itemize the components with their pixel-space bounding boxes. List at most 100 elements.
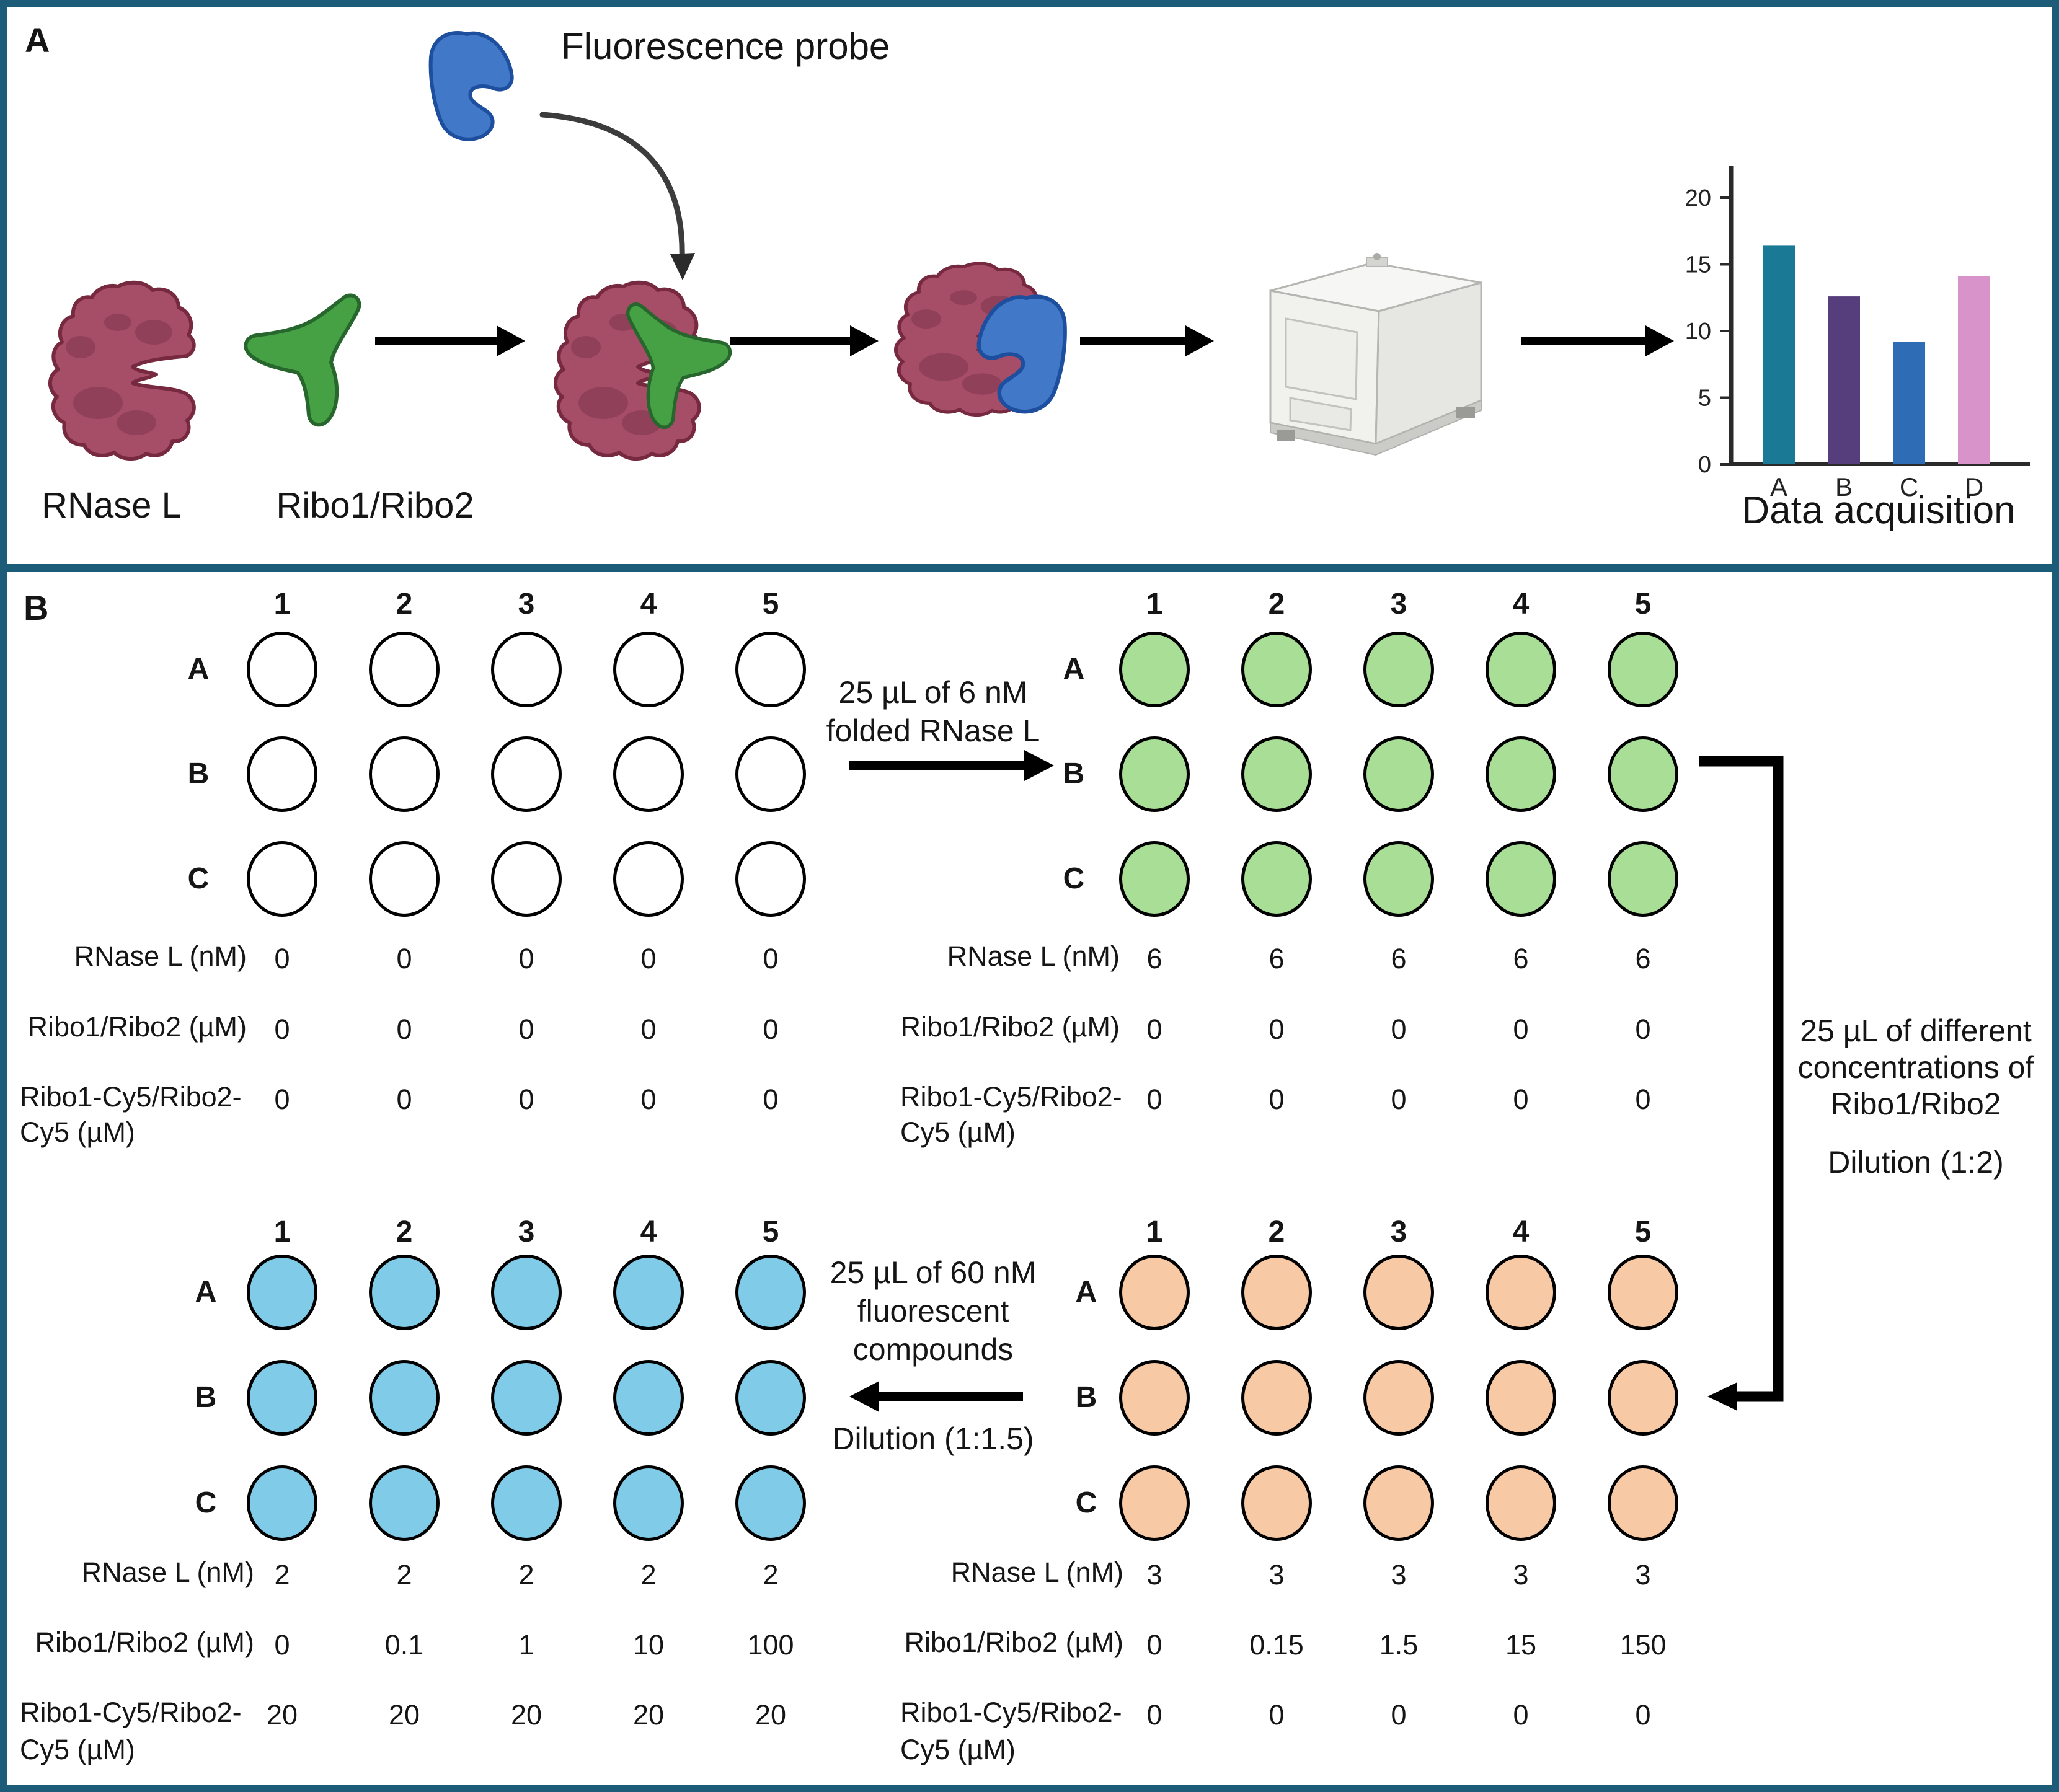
plate-col-label: 5: [762, 1216, 779, 1248]
plate-row-label: B: [195, 1381, 217, 1414]
table-value: 20: [388, 1699, 420, 1731]
well-plate-empty-A5: [735, 632, 806, 707]
well-plate-rnasel-C2: [1241, 841, 1312, 917]
table-value: 0: [396, 943, 412, 974]
plate-row-label: C: [195, 1486, 217, 1519]
table-value: 3: [1635, 1559, 1651, 1591]
table-value: 0: [1269, 1013, 1285, 1045]
table-value: 0.1: [384, 1629, 424, 1661]
table-row-label-line2: Cy5 (µM): [900, 1734, 1016, 1765]
well-plate-ribo-dilution-C4: [1486, 1465, 1556, 1541]
table-value: 3: [1391, 1559, 1407, 1591]
table-value: 0: [518, 1013, 534, 1045]
chart-title: Data acquisition: [1742, 489, 2016, 532]
well-plate-empty-C5: [735, 841, 806, 917]
curved-arrow: [539, 112, 695, 280]
plate-row-label: B: [1075, 1381, 1097, 1414]
plate-col-label: 2: [396, 1216, 413, 1248]
well-plate-ribo-dilution-C5: [1608, 1465, 1678, 1541]
well-plate-rnasel-A3: [1363, 632, 1434, 707]
well-plate-fluorescent-C2: [369, 1465, 440, 1541]
transfer-right-line3: Ribo1/Ribo2: [1830, 1087, 2001, 1121]
well-plate-fluorescent-A3: [491, 1255, 562, 1330]
transfer-arrow-top: [849, 750, 1054, 781]
table-value: 150: [1619, 1629, 1667, 1661]
rnasel-ribo-complex: [556, 283, 730, 459]
well-plate-empty-C1: [247, 841, 317, 917]
well-plate-empty-B3: [491, 736, 562, 812]
table-row-label-line2: Cy5 (µM): [900, 1116, 1016, 1148]
table-row-label: Ribo1-Cy5/Ribo2-: [900, 1697, 1122, 1728]
plate-reader: [1269, 253, 1482, 456]
well-plate-fluorescent-C1: [247, 1465, 317, 1541]
table-value: 15: [1505, 1629, 1537, 1661]
well-plate-rnasel-C1: [1119, 841, 1190, 917]
plate-col-label: 3: [518, 588, 535, 620]
table-value: 0: [1146, 1084, 1162, 1115]
plate-row-label: B: [187, 757, 210, 790]
table-value: 0: [640, 1013, 657, 1045]
table-row-label: Ribo1-Cy5/Ribo2-: [20, 1697, 242, 1728]
table-value: 0: [396, 1013, 412, 1045]
table-row-label: RNase L (nM): [947, 940, 1120, 972]
table-value: 0: [1635, 1013, 1651, 1045]
table-value: 0: [1513, 1013, 1529, 1045]
table-value: 0: [1269, 1699, 1285, 1731]
bar-A: [1763, 245, 1795, 464]
plate-col-label: 5: [1634, 1216, 1652, 1248]
well-plate-fluorescent-B3: [491, 1360, 562, 1436]
plate-col-label: 5: [1634, 588, 1652, 620]
reaction-arrow-3: [1080, 325, 1214, 356]
well-plate-rnasel-C5: [1608, 841, 1678, 917]
well-plate-ribo-dilution-A1: [1119, 1255, 1190, 1330]
well-plate-fluorescent-B1: [247, 1360, 317, 1436]
well-plate-fluorescent-C5: [735, 1465, 806, 1541]
well-plate-rnasel-A1: [1119, 632, 1190, 707]
transfer-bottom-line1: 25 µL of 60 nM: [830, 1255, 1037, 1290]
fluorescence-probe-shape: [431, 33, 512, 139]
reaction-arrow-4: [1521, 325, 1674, 356]
y-axis-tick-label: 15: [1685, 252, 1711, 278]
table-value: 0: [274, 943, 290, 974]
plate-col-label: 1: [273, 1216, 291, 1248]
well-plate-ribo-dilution-C2: [1241, 1465, 1312, 1541]
well-plate-rnasel-C3: [1363, 841, 1434, 917]
table-row-label: Ribo1/Ribo2 (µM): [27, 1011, 247, 1043]
plate-col-label: 4: [640, 1216, 657, 1248]
table-row-label-line2: Cy5 (µM): [20, 1734, 135, 1765]
panel-b-label: B: [24, 588, 49, 627]
x-axis-category-label: D: [1965, 472, 1983, 501]
table-row-label: Ribo1/Ribo2 (µM): [35, 1626, 254, 1658]
well-plate-fluorescent-B4: [613, 1360, 684, 1436]
well-plate-rnasel-B5: [1608, 736, 1678, 812]
plate-row-label: C: [1075, 1486, 1097, 1519]
plate-col-label: 1: [1146, 1216, 1163, 1248]
table-row-label: RNase L (nM): [81, 1556, 254, 1588]
well-plate-fluorescent-B5: [735, 1360, 806, 1436]
plate-col-label: 4: [1512, 588, 1530, 620]
well-plate-empty-A3: [491, 632, 562, 707]
transfer-arrow-bottom: [849, 1381, 1023, 1412]
table-value: 1.5: [1379, 1629, 1419, 1661]
well-plate-ribo-dilution-B1: [1119, 1360, 1190, 1436]
bar-D: [1958, 276, 1990, 464]
well-plate-empty-C3: [491, 841, 562, 917]
transfer-arrow-top-line2: folded RNase L: [826, 713, 1040, 748]
plate-col-label: 4: [1512, 1216, 1530, 1248]
plate-row-label: B: [1063, 757, 1085, 790]
rnasel-shape: [50, 283, 194, 459]
table-value: 6: [1513, 943, 1529, 974]
well-plate-empty-A2: [369, 632, 440, 707]
plate-col-label: 5: [762, 588, 779, 620]
table-value: 0.15: [1249, 1629, 1304, 1661]
well-plate-ribo-dilution-A2: [1241, 1255, 1312, 1330]
table-row-label: Ribo1-Cy5/Ribo2-: [20, 1081, 242, 1113]
table-value: 0: [518, 943, 534, 974]
table-value: 0: [1635, 1084, 1651, 1115]
well-plate-rnasel-A5: [1608, 632, 1678, 707]
well-plate-rnasel-B4: [1486, 736, 1556, 812]
plate-col-label: 1: [273, 588, 291, 620]
table-value: 0: [274, 1629, 290, 1661]
